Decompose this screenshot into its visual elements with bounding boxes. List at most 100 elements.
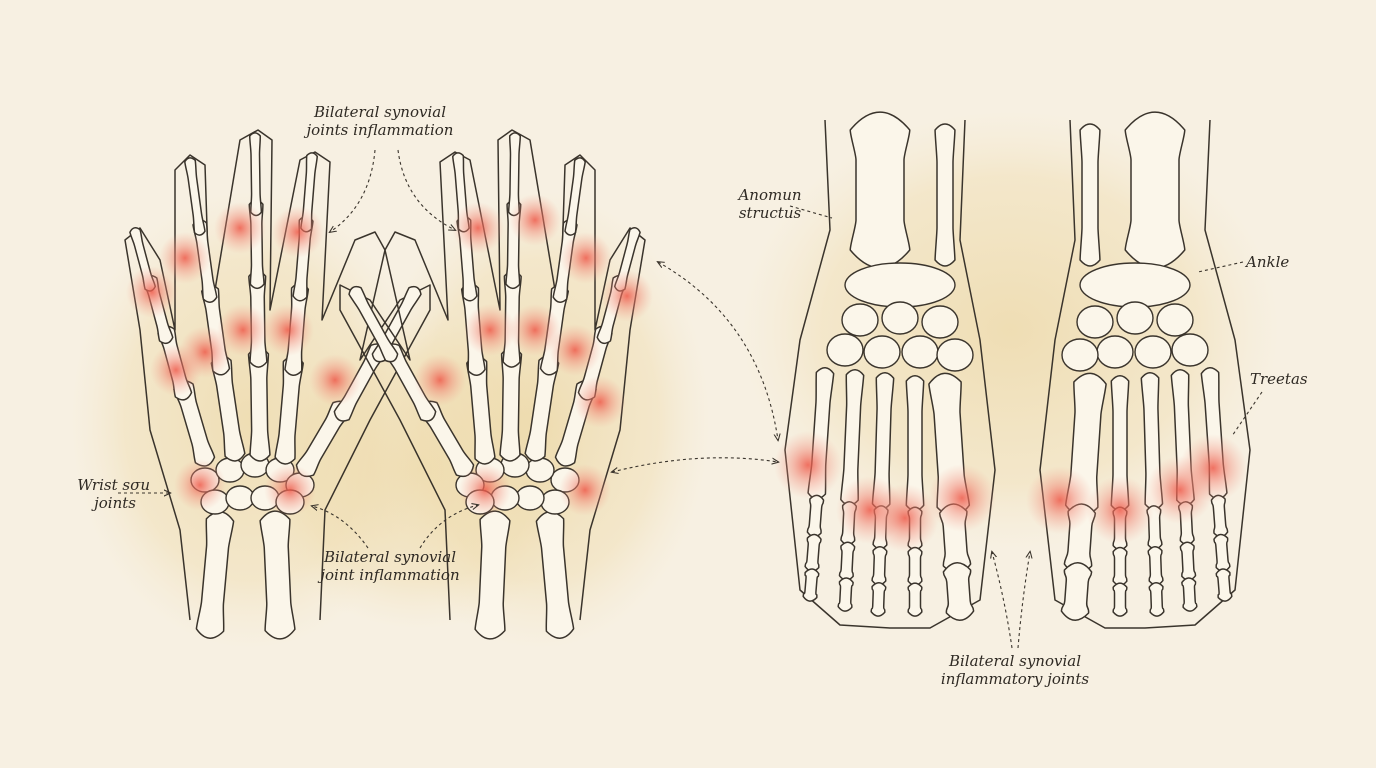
leader-ankle [1197,261,1244,273]
label-anomun: Anomun structus [720,186,820,222]
inflamed-joint [1086,476,1154,544]
toe-bone [1060,562,1093,621]
phalanx-bone [524,355,560,462]
phalanx-bone [274,355,304,465]
leader-bottom-right [419,505,478,549]
inflamed-joint [150,344,202,396]
inflamed-joint [1026,466,1094,534]
phalanx-bone [507,132,522,217]
phalanx-bone [348,285,399,363]
label-anomun-line-2: structus [738,204,802,222]
leader-bottom-feet-right [1017,552,1030,649]
talus-bone [844,262,956,308]
label-bottom-hands: Bilateral synovial joint inflammation [300,548,480,584]
toe-bone [838,541,856,581]
phalanx-bone [248,132,263,217]
toe-bone [1147,545,1164,586]
inflamed-joint [928,464,996,532]
right-foot-skeleton [1039,111,1251,629]
toe-bone [907,582,923,617]
ulna-bone [474,510,511,640]
leader-arrows [118,149,1263,649]
foot-outline [1039,119,1251,629]
tarsal-bone [1096,335,1134,369]
label-bottom-hands-line-2: joint inflammation [320,566,460,584]
phalanx-bone [564,157,586,236]
tibia-bone [1124,111,1186,269]
tarsal-bone [841,303,879,337]
phalanx-bone [466,355,496,465]
label-bottom-feet: Bilateral synovial inflammatory joints [925,652,1105,688]
ulna-bone [259,510,296,640]
tarsal-bone [1171,333,1209,367]
tarsal-bone [1076,305,1114,339]
toe-bone [1181,577,1198,612]
talus-bone [1079,262,1191,308]
inflamed-joint [262,304,314,356]
label-top-inflammation: Bilateral synovial joints inflammation [290,103,470,139]
feet-group [784,111,1251,629]
left-foot-skeleton [784,111,996,629]
radius-bone [195,511,235,639]
leader-top-left [330,149,376,232]
toe-bone [802,568,820,602]
label-wrist: Wrist ѕσu joints [40,476,150,512]
toe-bone [1179,541,1197,581]
leader-wrist-foot [612,457,778,472]
inflamed-joint [560,232,612,284]
label-bottom-feet-line-1: Bilateral synovial [948,652,1082,670]
phalanx-bone [184,157,206,236]
label-anomun-line-1: Anomun [738,186,802,204]
tarsal-bone [1156,303,1194,337]
label-bottom-hands-line-1: Bilateral synovial [323,548,457,566]
tarsal-bone [921,305,959,339]
label-top-line-1: Bilateral synovial [313,103,447,121]
toe-bone [870,581,887,617]
carpal-bone [525,457,555,483]
tarsal-bone [881,301,919,335]
inflamed-joint [559,464,611,516]
inflamed-joint [1179,434,1247,502]
toe-bone [1215,568,1233,602]
label-bottom-feet-line-2: inflammatory joints [940,670,1090,688]
inflamed-joint [217,304,269,356]
inflamed-joint [574,376,626,428]
inflamed-joint [264,464,316,516]
carpal-bone [515,485,545,511]
phalanx-bone [499,347,523,462]
toe-bone [907,546,923,587]
inflamed-joint [459,464,511,516]
toe-bone [804,533,822,572]
toe-bone [806,494,825,538]
fibula-bone [934,123,956,267]
label-wrist-line-1: Wrist ѕσu [77,476,150,494]
tibia-bone [849,111,911,269]
leader-top-right [397,149,455,230]
inflamed-joint [464,304,516,356]
toe-bone [1148,581,1165,617]
inflamed-joint [871,484,939,552]
inflamed-joint [549,324,601,376]
leader-bottom-left [312,506,369,549]
label-wrist-line-2: joints [94,494,136,512]
inflamed-joint [509,304,561,356]
inflamed-joint [774,431,842,499]
label-top-line-2: joints inflammation [306,121,454,139]
toe-bone [1112,546,1128,587]
radius-bone [535,511,575,639]
inflamed-joint [509,194,561,246]
inflamed-joint [159,232,211,284]
inflamed-joint [414,354,466,406]
toe-bone [942,562,975,621]
label-treetas: Treetas [1250,370,1308,388]
tarsal-bone [1116,301,1154,335]
inflamed-joint [174,459,226,511]
inflamed-joint [452,202,504,254]
tarsal-bone [1134,335,1172,369]
leader-hand-foot [658,262,778,440]
foot-outline [784,119,996,629]
carpal-bone [225,485,255,511]
toe-bone [871,545,888,586]
tarsal-bone [936,338,974,372]
